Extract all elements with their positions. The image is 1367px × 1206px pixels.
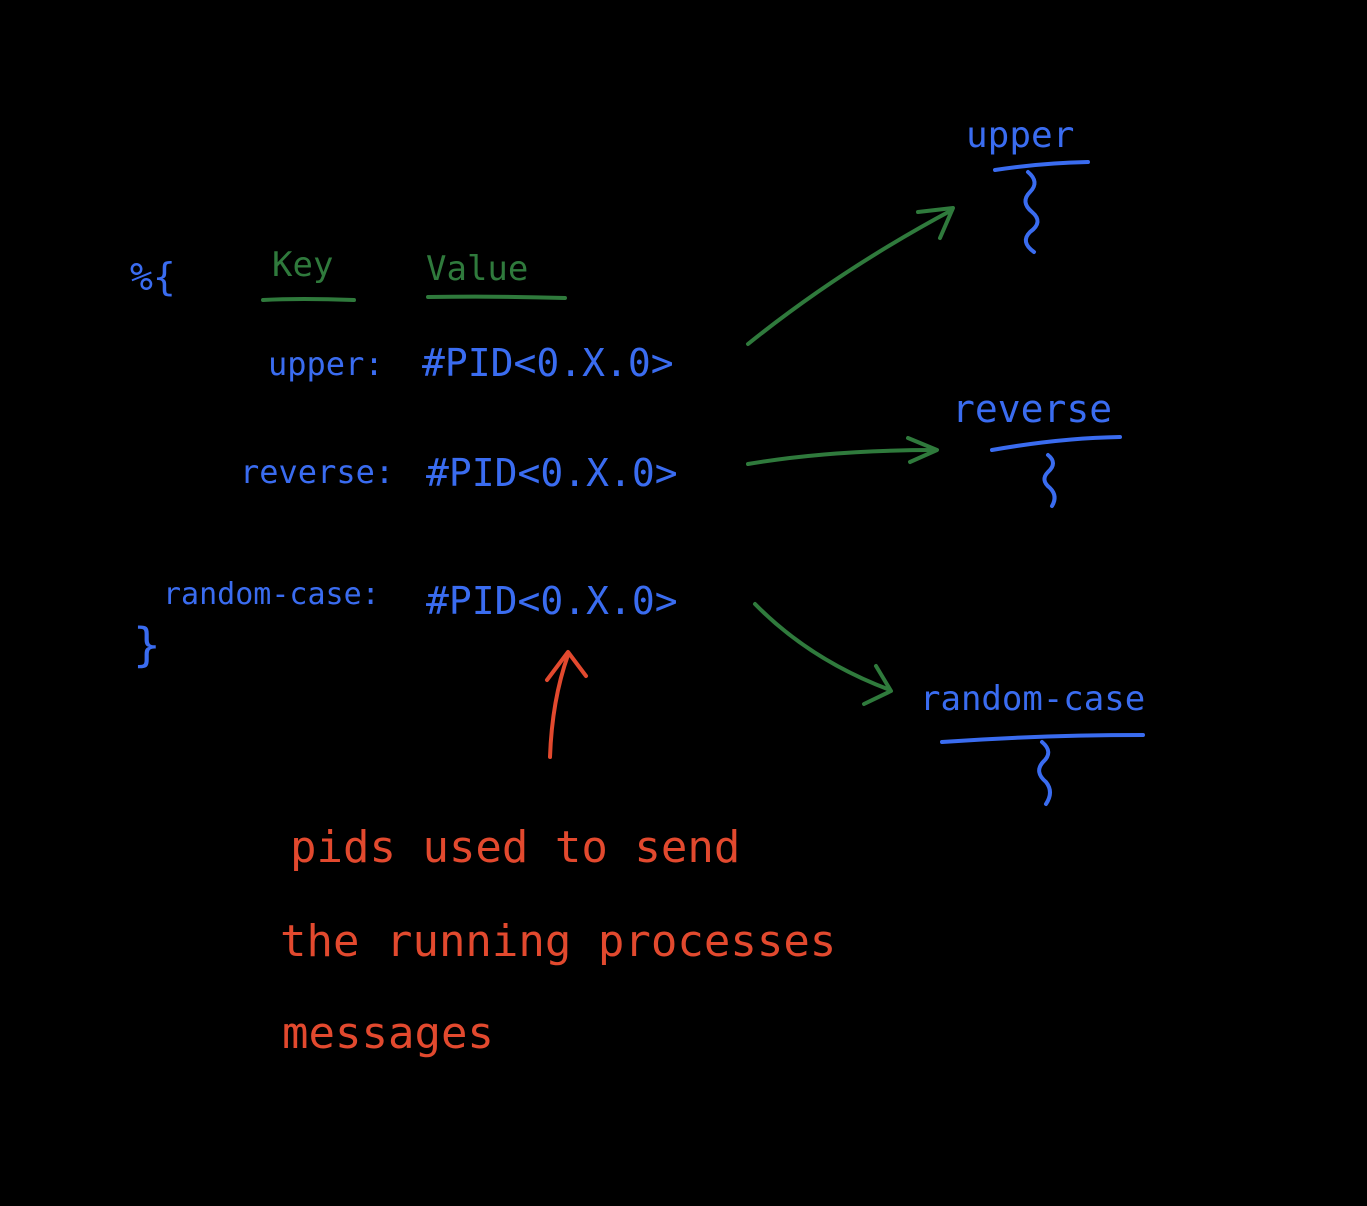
- annotation-line-1: pids used to send: [290, 822, 741, 873]
- upper-process-squiggle-icon: [1023, 170, 1040, 254]
- arrow-upper-head-icon: [916, 206, 955, 240]
- annotation-line-3: messages: [282, 1008, 494, 1059]
- map-open-brace: %{: [130, 255, 176, 299]
- arrow-random-case: [753, 602, 892, 692]
- key-underline: [261, 297, 356, 302]
- map-entry-key-upper: upper:: [268, 345, 384, 383]
- arrow-reverse: [746, 448, 938, 466]
- reverse-process-squiggle-icon: [1042, 453, 1057, 508]
- map-close-brace: }: [133, 618, 161, 672]
- process-random-case-label: random-case: [920, 679, 1146, 719]
- arrow-upper: [746, 208, 954, 346]
- upper-process-underline: [993, 160, 1090, 172]
- process-reverse-label: reverse: [952, 387, 1113, 431]
- annotation-line-2: the running processes: [280, 916, 837, 967]
- value-header: Value: [426, 249, 529, 289]
- value-underline: [426, 294, 567, 300]
- process-upper-label: upper: [966, 115, 1075, 156]
- arrow-random-case-head-icon: [862, 664, 893, 706]
- reverse-process-underline: [990, 435, 1122, 452]
- map-entry-value-random-case: #PID<0.X.0>: [426, 579, 678, 623]
- key-header: Key: [272, 245, 334, 285]
- annotation-arrow: [548, 653, 570, 759]
- arrow-reverse-head-icon: [906, 436, 939, 464]
- map-entry-key-random-case: random-case:: [163, 577, 380, 612]
- map-entry-value-upper: #PID<0.X.0>: [422, 341, 674, 385]
- random-case-process-underline: [940, 733, 1145, 744]
- random-case-process-squiggle-icon: [1037, 740, 1052, 806]
- map-entry-value-reverse: #PID<0.X.0>: [426, 451, 678, 495]
- annotation-arrow-head-icon: [545, 650, 588, 682]
- map-entry-key-reverse: reverse:: [240, 453, 395, 491]
